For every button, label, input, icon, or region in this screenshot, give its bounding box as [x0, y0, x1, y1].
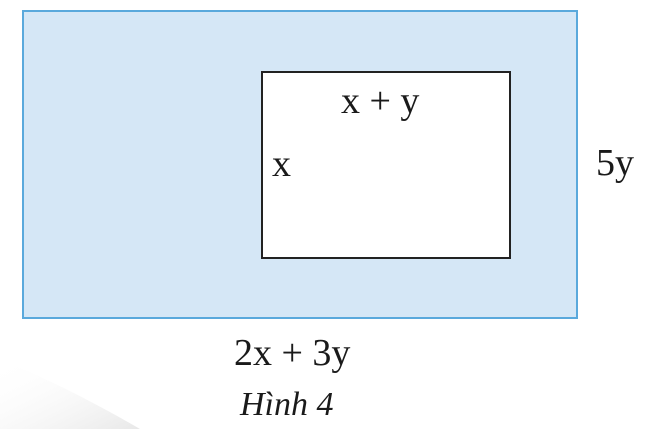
inner-rectangle [261, 71, 511, 259]
inner-width-label: x + y [341, 80, 420, 122]
outer-height-label: 5y [596, 142, 634, 184]
inner-height-label: x [272, 143, 291, 185]
page-curl-shadow [0, 360, 140, 429]
outer-width-label: 2x + 3y [234, 332, 351, 374]
figure-caption: Hình 4 [240, 386, 334, 423]
